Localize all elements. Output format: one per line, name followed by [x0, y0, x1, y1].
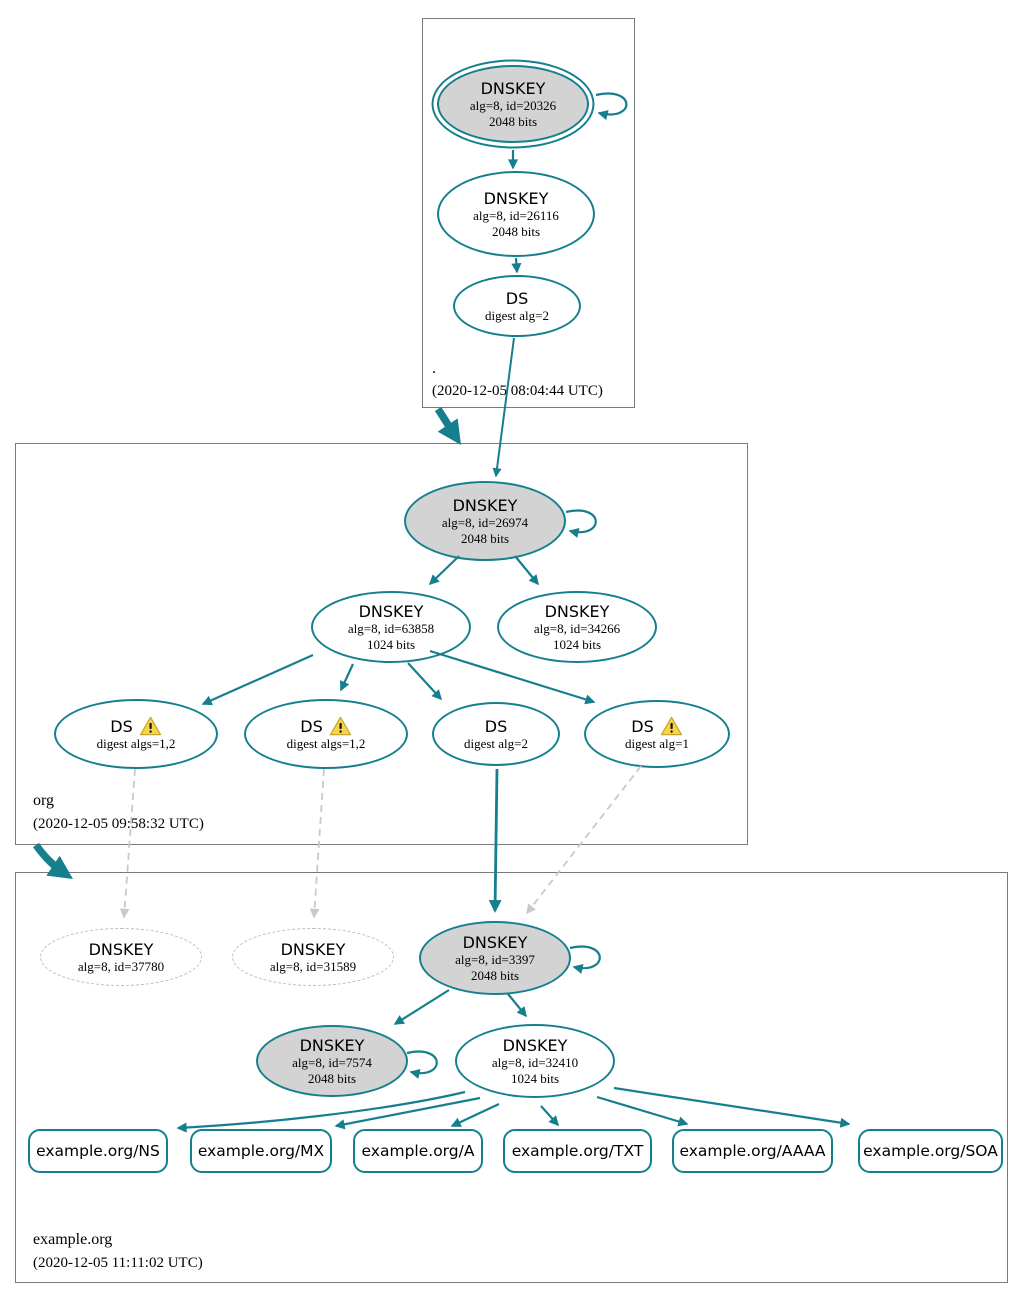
node-detail: 2048 bits — [491, 223, 541, 239]
ds-org-1-node[interactable]: DS digest algs=1,2 — [54, 699, 218, 769]
dnskey-20326-node[interactable]: DNSKEY alg=8, id=20326 2048 bits — [437, 65, 589, 143]
node-title: DNSKEY — [462, 932, 528, 952]
node-title: DNSKEY — [280, 939, 346, 959]
node-title: DNSKEY — [502, 1035, 568, 1055]
node-title: DS — [484, 716, 508, 736]
node-detail: alg=8, id=7574 — [292, 1054, 372, 1070]
node-title: DS — [300, 716, 351, 736]
node-detail: 2048 bits — [470, 967, 520, 983]
node-detail: 2048 bits — [307, 1070, 357, 1086]
dnskey-63858-node[interactable]: DNSKEY alg=8, id=63858 1024 bits — [311, 591, 471, 663]
zone-timestamp-root: (2020-12-05 08:04:44 UTC) — [432, 383, 603, 399]
rrset-example-org-ns[interactable]: example.org/NS — [28, 1129, 168, 1173]
node-title: DNSKEY — [452, 495, 518, 515]
rrset-example-org-aaaa[interactable]: example.org/AAAA — [672, 1129, 833, 1173]
node-title: DNSKEY — [299, 1035, 365, 1055]
rrset-example-org-mx[interactable]: example.org/MX — [190, 1129, 332, 1173]
zone-timestamp-example-org: (2020-12-05 11:11:02 UTC) — [33, 1255, 203, 1271]
node-title: DNSKEY — [544, 601, 610, 621]
node-detail: 2048 bits — [460, 530, 510, 546]
node-detail: alg=8, id=26116 — [473, 207, 559, 223]
dnskey-26974-node[interactable]: DNSKEY alg=8, id=26974 2048 bits — [404, 481, 566, 561]
node-detail: 1024 bits — [510, 1070, 560, 1086]
zone-box-example-org — [15, 872, 1008, 1283]
zone-box-root — [422, 18, 635, 408]
ds-org-2-node[interactable]: DS digest algs=1,2 — [244, 699, 408, 769]
dnskey-7574-node[interactable]: DNSKEY alg=8, id=7574 2048 bits — [256, 1025, 408, 1097]
node-title: DS — [631, 716, 682, 736]
node-title: DNSKEY — [483, 188, 549, 208]
warning-icon — [139, 716, 161, 736]
ds-root-node[interactable]: DS digest alg=2 — [453, 275, 581, 337]
node-detail: digest alg=2 — [484, 307, 550, 323]
rrset-example-org-txt[interactable]: example.org/TXT — [503, 1129, 652, 1173]
dnskey-26116-node[interactable]: DNSKEY alg=8, id=26116 2048 bits — [437, 171, 595, 257]
node-title: DS — [505, 288, 529, 308]
zone-timestamp-org: (2020-12-05 09:58:32 UTC) — [33, 816, 204, 832]
warning-icon — [660, 716, 682, 736]
node-detail: digest algs=1,2 — [286, 736, 366, 751]
node-detail: digest alg=1 — [624, 736, 690, 751]
node-title: DNSKEY — [88, 939, 154, 959]
node-title: DS — [110, 716, 161, 736]
node-detail: alg=8, id=34266 — [533, 620, 621, 636]
zone-label-root: . — [432, 360, 436, 377]
dnskey-34266-node[interactable]: DNSKEY alg=8, id=34266 1024 bits — [497, 591, 657, 663]
node-title: DNSKEY — [358, 601, 424, 621]
node-detail: alg=8, id=63858 — [347, 620, 435, 636]
edge-zone-org-to-zone-example-org — [32, 842, 73, 879]
node-detail: alg=8, id=26974 — [441, 514, 529, 530]
warning-icon — [329, 716, 351, 736]
node-detail: digest algs=1,2 — [96, 736, 176, 751]
node-detail: alg=8, id=3397 — [455, 951, 535, 967]
node-detail: 1024 bits — [552, 636, 602, 652]
dnskey-32410-node[interactable]: DNSKEY alg=8, id=32410 1024 bits — [455, 1024, 615, 1098]
zone-label-org: org — [33, 792, 55, 809]
node-title-text: DS — [110, 716, 133, 736]
rrset-example-org-a[interactable]: example.org/A — [353, 1129, 483, 1173]
dnskey-3397-node[interactable]: DNSKEY alg=8, id=3397 2048 bits — [419, 921, 571, 995]
node-detail: alg=8, id=20326 — [469, 97, 557, 113]
zone-label-example-org: example.org — [33, 1231, 113, 1248]
zone-box-org — [15, 443, 748, 845]
dnskey-37780-missing-node[interactable]: DNSKEY alg=8, id=37780 — [40, 928, 202, 986]
node-detail: 2048 bits — [488, 113, 538, 129]
node-detail: digest alg=2 — [463, 735, 529, 751]
node-title-text: DS — [300, 716, 323, 736]
dnskey-31589-missing-node[interactable]: DNSKEY alg=8, id=31589 — [232, 928, 394, 986]
rrset-example-org-soa[interactable]: example.org/SOA — [858, 1129, 1003, 1173]
node-title: DNSKEY — [480, 78, 546, 98]
node-detail: alg=8, id=31589 — [269, 958, 357, 974]
edge-zone-root-to-zone-org — [434, 406, 461, 445]
ds-org-3-node[interactable]: DS digest alg=2 — [432, 702, 560, 766]
node-detail: 1024 bits — [366, 636, 416, 652]
node-detail: alg=8, id=32410 — [491, 1054, 579, 1070]
node-detail: alg=8, id=37780 — [77, 958, 165, 974]
ds-org-4-node[interactable]: DS digest alg=1 — [584, 700, 730, 768]
node-title-text: DS — [631, 716, 654, 736]
